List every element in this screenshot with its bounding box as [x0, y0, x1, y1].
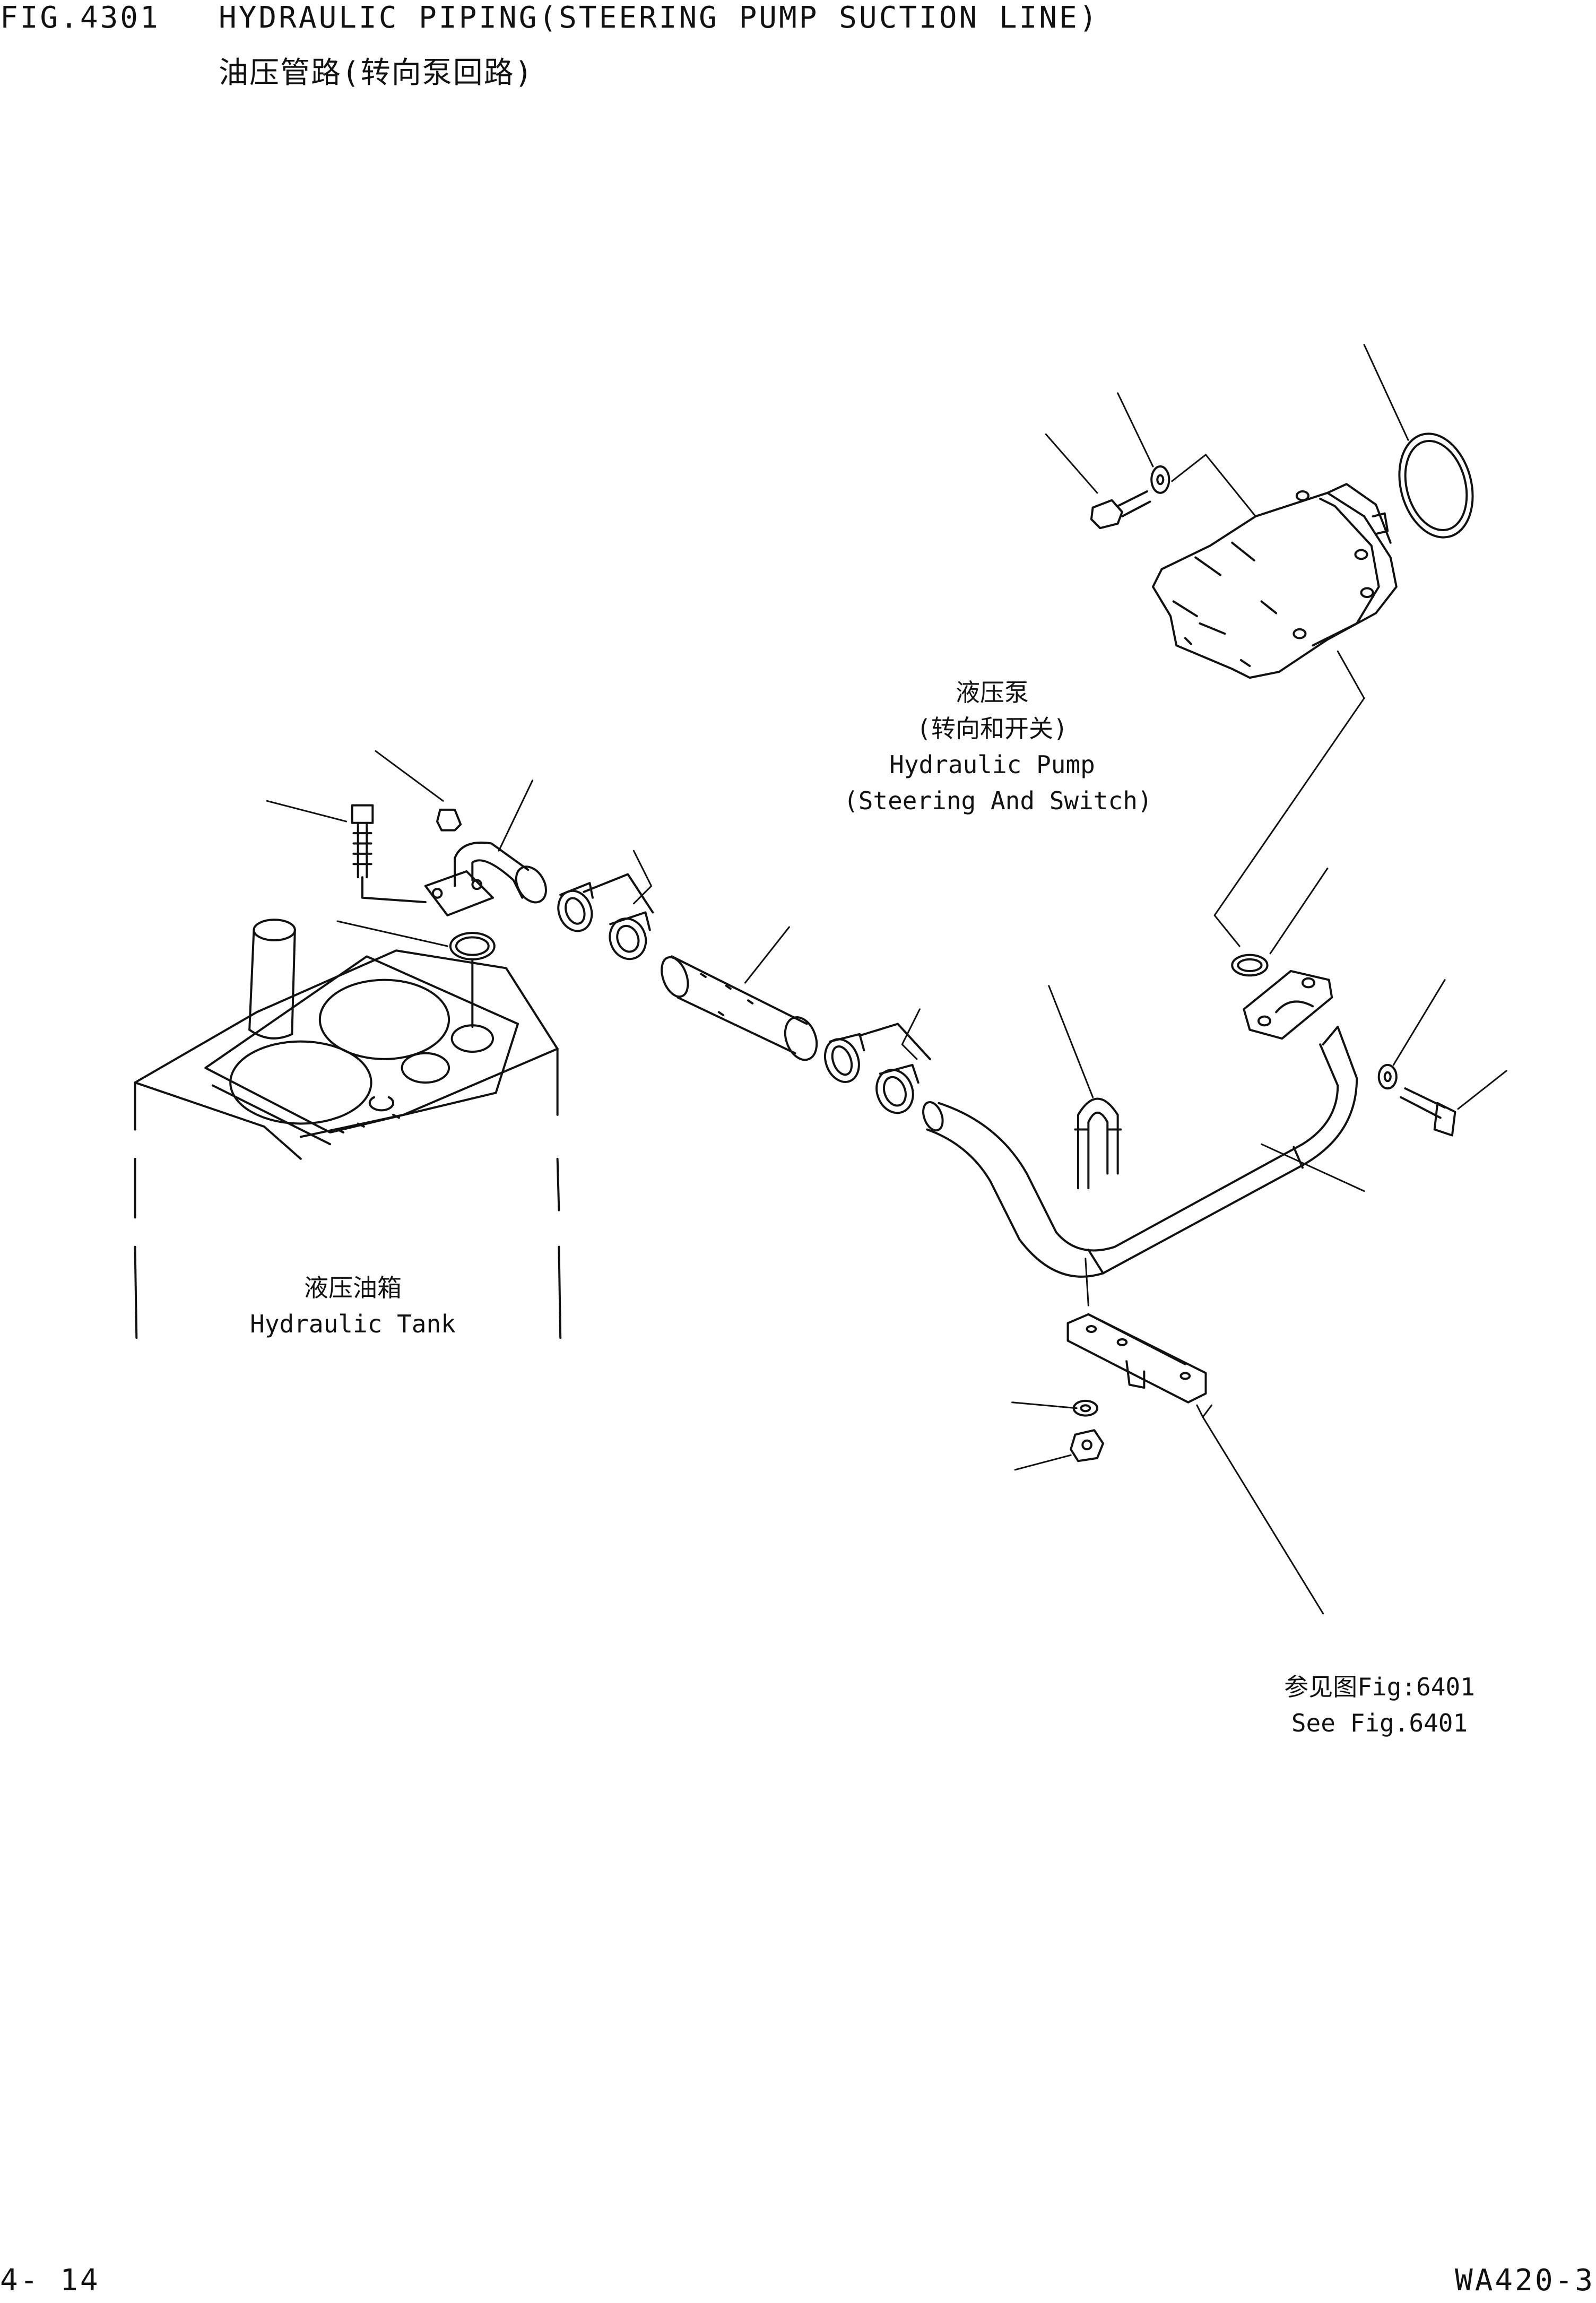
ref-label-cn: 参见图Fig:6401 [1284, 1673, 1475, 1701]
o-ring-flange [1232, 955, 1267, 976]
callout-leader-lines [267, 345, 1506, 1614]
model-number: WA420-3 [1454, 2263, 1595, 2298]
u-bolt [1075, 1098, 1121, 1188]
figure-title-chinese: 油压管路(转向泵回路) [219, 56, 534, 90]
pump-o-ring [1389, 426, 1484, 546]
pump-label-en: Hydraulic Pump [889, 750, 1095, 779]
plug [437, 810, 461, 830]
page-number: 4- 14 [0, 2263, 100, 2298]
hydraulic-tank [135, 950, 561, 1338]
mounting-bracket [1068, 1314, 1206, 1402]
tank-label-cn: 液压油箱 [304, 1274, 402, 1302]
tank-filler-neck [249, 920, 295, 1038]
suction-hose [657, 954, 822, 1064]
hydraulic-pump [1153, 484, 1396, 678]
hose-clamps-upper [553, 875, 653, 964]
pump-label-cn: 液压泵 [956, 678, 1029, 707]
label-hydraulic-tank: 液压油箱 Hydraulic Tank [228, 1276, 478, 1348]
flange-bolt [1401, 1088, 1455, 1135]
nut-bracket [1071, 1430, 1103, 1461]
pump-bolt [1091, 491, 1150, 528]
flange-washer [1379, 1065, 1396, 1088]
pump-label-cn-sub: (转向和开关) [916, 714, 1068, 743]
o-ring-tank [450, 933, 495, 959]
tank-label-en: Hydraulic Tank [250, 1310, 456, 1338]
suction-pipe [920, 1027, 1357, 1277]
pipe-flange [1244, 971, 1332, 1038]
figure-number: FIG.4301 [0, 1, 160, 35]
figure-title-english: HYDRAULIC PIPING(STEERING PUMP SUCTION L… [219, 1, 1099, 35]
label-hydraulic-pump: 液压泵 (转向和开关) Hydraulic Pump (Steering And… [844, 678, 1152, 825]
ref-label-en: See Fig.6401 [1291, 1709, 1468, 1737]
pump-washer [1151, 466, 1169, 493]
label-see-fig-6401: 参见图Fig:6401 See Fig.6401 [1257, 1675, 1502, 1747]
hose-clamps-lower [819, 1024, 930, 1118]
tank-flange-bolt [352, 806, 426, 902]
pump-label-en-sub: (Steering And Switch) [844, 786, 1152, 815]
elbow-fitting [426, 843, 552, 915]
